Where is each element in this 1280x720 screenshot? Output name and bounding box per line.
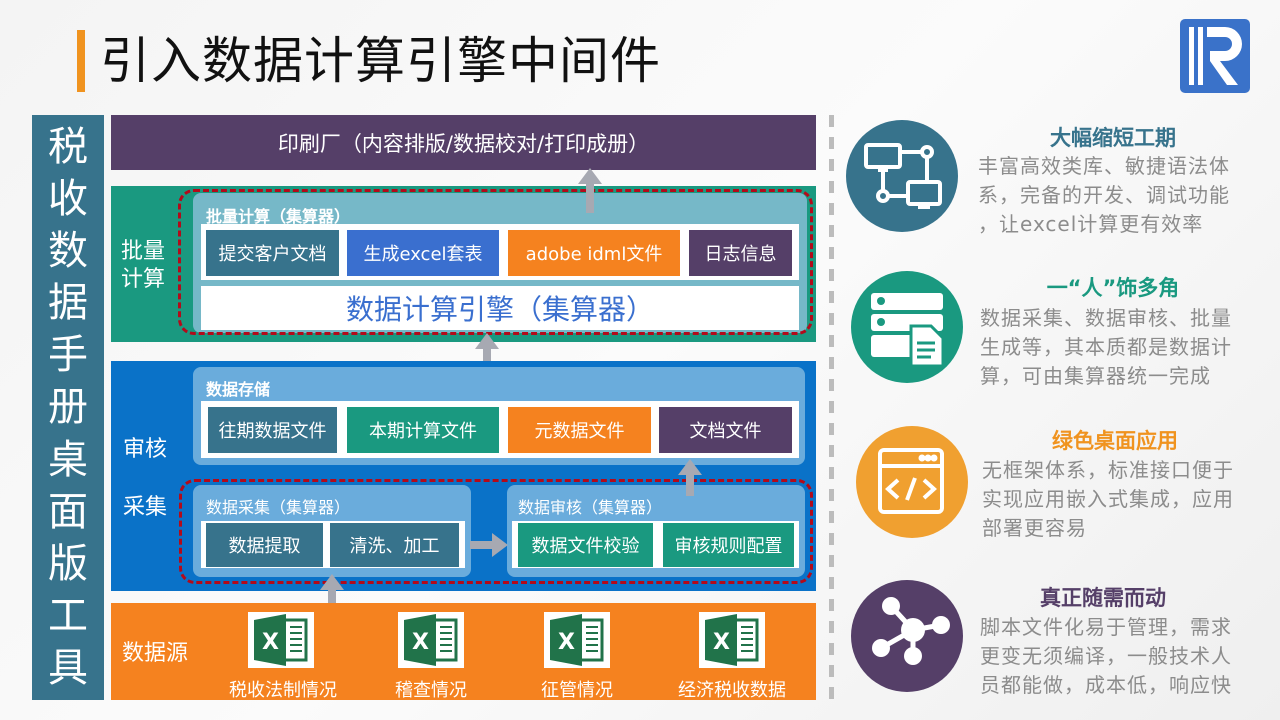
storage-item-documents: 文档文件 (659, 407, 792, 453)
arrow-up-icon (475, 333, 499, 349)
feature-description-line: 员都能做，成本低，响应快 (980, 673, 1232, 697)
vertical-title: 税 收 数 据 手 册 桌 面 版 工 具 (32, 115, 104, 700)
arrow-shaft (470, 541, 494, 549)
code-window-icon (856, 426, 968, 538)
vertical-title-char: 手 (48, 332, 88, 379)
batch-side-label: 批量 计算 (121, 238, 165, 294)
print-layer-label: 印刷厂（内容排版/数据校对/打印成册） (277, 131, 650, 156)
dashed-divider (829, 115, 834, 705)
batch-item-submit-docs: 提交客户文档 (206, 230, 339, 276)
collect-item-extract: 数据提取 (206, 523, 323, 567)
source-item: X (699, 612, 765, 668)
network-computers-icon (846, 120, 958, 232)
feature-description: 丰富高效类库、敏捷语法体 系，完备的开发、调试功能 ，让excel计算更有效率 (978, 152, 1263, 239)
vertical-title-char: 版 (48, 540, 88, 587)
molecule-nodes-icon (851, 580, 963, 692)
feature-description-line: 系，完备的开发、调试功能 (978, 183, 1230, 207)
batch-item-logs: 日志信息 (689, 230, 792, 276)
arrow-shaft (686, 474, 694, 496)
batch-side-label-line: 计算 (121, 267, 166, 292)
feature-description-line: 丰富高效类库、敏捷语法体 (978, 154, 1230, 178)
arrow-up-icon (678, 459, 702, 475)
arrow-right-icon (492, 533, 508, 557)
batch-item-idml: adobe idml文件 (508, 230, 680, 276)
excel-icon: X (544, 612, 610, 668)
excel-icon: X (248, 612, 314, 668)
batch-dashed-outline (178, 189, 813, 335)
batch-side-label-line: 批量 (121, 239, 166, 264)
source-item: X (248, 612, 314, 668)
storage-item-past-data: 往期数据文件 (208, 407, 337, 453)
source-item: X (544, 612, 610, 668)
vertical-title-char: 收 (48, 176, 88, 223)
feature-description-line: 更变无须编译，一般技术人 (980, 644, 1232, 668)
arrow-shaft (483, 348, 491, 368)
svg-text:X: X (262, 630, 279, 655)
source-item-label: 税收法制情况 (229, 680, 337, 701)
vertical-title-char: 工 (48, 592, 88, 639)
review-item-validate: 数据文件校验 (518, 523, 653, 567)
collect-side-label: 采集 (123, 495, 168, 520)
feature-description: 无框架体系，标准接口便于 实现应用嵌入式集成，应用 部署更容易 (982, 456, 1267, 543)
svg-text:X: X (713, 630, 730, 655)
feature-description-line: 实现应用嵌入式集成，应用 (982, 487, 1234, 511)
arrow-up-icon (578, 168, 602, 184)
feature-description: 数据采集、数据审核、批量 生成等，其本质都是数据计 算，可由集算器统一完成 (980, 304, 1265, 391)
batch-item-excel-sheets: 生成excel套表 (347, 230, 499, 276)
storage-panel-title: 数据存储 (206, 380, 271, 399)
vertical-title-char: 税 (48, 124, 88, 170)
feature-description-line: 无框架体系，标准接口便于 (982, 458, 1234, 482)
review-item-rules: 审核规则配置 (663, 523, 794, 567)
review-panel-title: 数据审核（集算器） (518, 498, 663, 517)
feature-description: 脚本文件化易于管理，需求 更变无须编译，一般技术人 员都能做，成本低，响应快 (980, 613, 1265, 700)
source-item-label: 稽查情况 (395, 680, 467, 701)
arrow-shaft (328, 589, 336, 611)
storage-item-current-calc: 本期计算文件 (347, 407, 499, 453)
print-layer: 印刷厂（内容排版/数据校对/打印成册） (111, 115, 816, 170)
vertical-title-char: 数 (48, 228, 88, 275)
feature-description-line: 数据采集、数据审核、批量 (980, 306, 1232, 330)
svg-text:X: X (412, 630, 429, 655)
arrow-shaft (586, 183, 594, 213)
vertical-title-char: 具 (48, 644, 88, 691)
excel-icon: X (398, 612, 464, 668)
source-item-label: 征管情况 (541, 680, 613, 701)
title-accent-bar (77, 30, 85, 92)
source-side-label: 数据源 (122, 641, 189, 666)
raqsoft-r-logo-icon (1180, 19, 1250, 93)
feature-title: 真正随需而动 (1040, 586, 1166, 610)
feature-description-line: ，让excel计算更有效率 (978, 212, 1204, 236)
feature-description-line: 生成等，其本质都是数据计 (980, 335, 1232, 359)
svg-text:X: X (558, 630, 575, 655)
feature-description-line: 算，可由集算器统一完成 (980, 364, 1211, 388)
source-item-label: 经济税收数据 (678, 680, 786, 701)
feature-title: 大幅缩短工期 (1050, 126, 1176, 150)
feature-title: 一“人”饰多角 (1046, 276, 1180, 300)
feature-description-line: 部署更容易 (982, 516, 1087, 540)
batch-panel-title: 批量计算（集算器） (206, 207, 351, 226)
page-title: 引入数据计算引擎中间件 (100, 32, 661, 90)
collect-item-clean: 清洗、加工 (330, 523, 459, 567)
collect-panel-title: 数据采集（集算器） (206, 498, 351, 517)
vertical-title-char: 桌 (48, 436, 88, 483)
audit-side-label: 审核 (123, 437, 168, 462)
vertical-title-char: 册 (48, 384, 88, 431)
arrow-up-icon (320, 574, 344, 590)
vertical-title-char: 面 (48, 488, 88, 535)
feature-title: 绿色桌面应用 (1052, 429, 1178, 453)
source-item: X (398, 612, 464, 668)
excel-icon: X (699, 612, 765, 668)
feature-description-line: 脚本文件化易于管理，需求 (980, 615, 1232, 639)
server-document-icon (851, 271, 963, 383)
calc-engine-box: 数据计算引擎（集算器） (201, 286, 799, 330)
collect-review-dashed-outline (179, 479, 813, 584)
vertical-title-char: 据 (48, 280, 88, 327)
storage-item-metadata: 元数据文件 (508, 407, 651, 453)
